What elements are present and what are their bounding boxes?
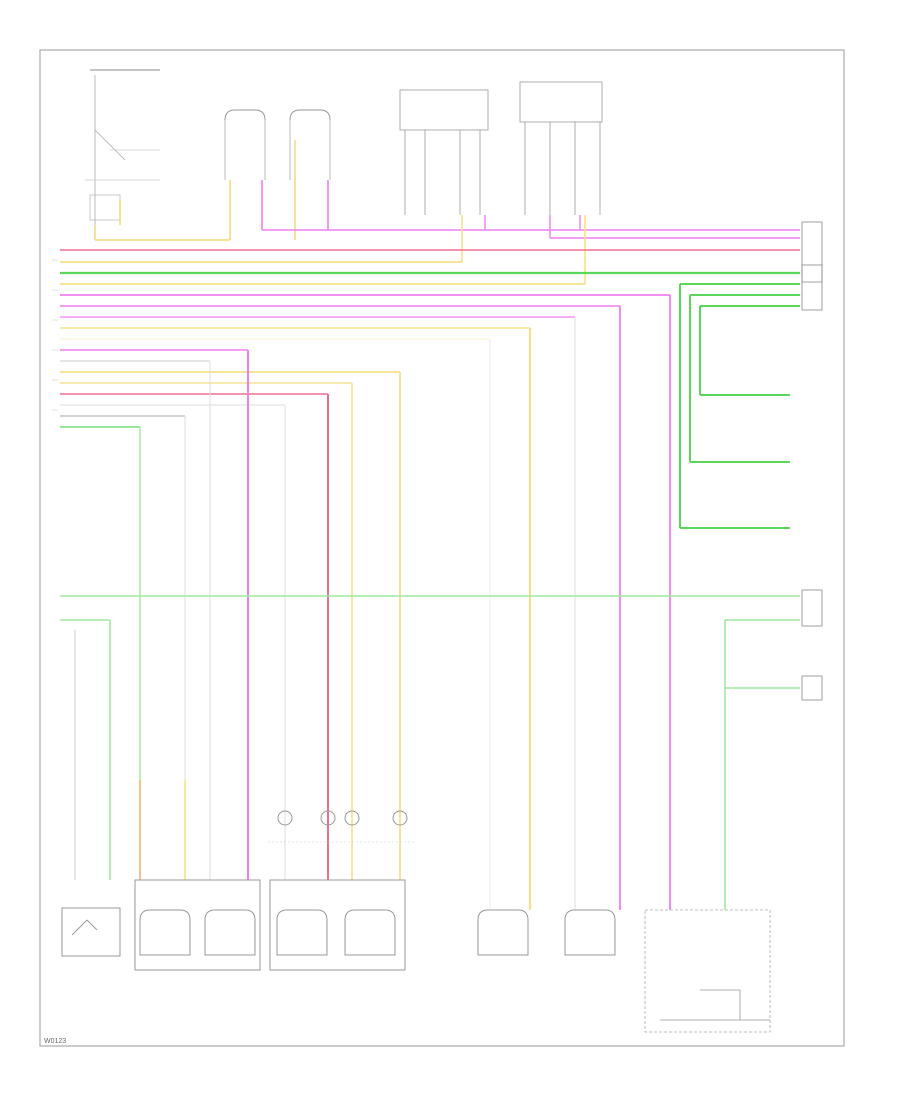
top-left-fuse-block [85, 69, 160, 225]
steering-wheel-module-left [134, 879, 261, 971]
left-side-impact-module [564, 909, 616, 956]
instrument-panel-module [269, 879, 406, 971]
driver-seat-position-switch [399, 89, 489, 215]
electrical-center-module [644, 909, 771, 1033]
inflatable-restraint-loops [268, 810, 415, 843]
right-green-wires [60, 283, 800, 910]
diagram-code: W0123 [44, 1038, 66, 1045]
right-side-impact-module [477, 909, 529, 956]
wire-number-ticks [52, 259, 58, 411]
right-connector-block-top [801, 221, 823, 311]
deployment-loop-icon [392, 810, 408, 826]
passenger-seat-position-switch [519, 81, 603, 215]
seat-belt-switch-module [61, 907, 121, 957]
right-connector-block-mid [801, 589, 823, 701]
diagram-frame [39, 49, 845, 1047]
seat-belt-pretensioner-right [289, 109, 331, 180]
deployment-loop-icon [344, 810, 360, 826]
deployment-loop-icon [277, 810, 293, 826]
deployment-loop-icon [320, 810, 336, 826]
seat-belt-pretensioner-left [224, 109, 266, 180]
seat-belt-switch-icon [71, 919, 98, 936]
